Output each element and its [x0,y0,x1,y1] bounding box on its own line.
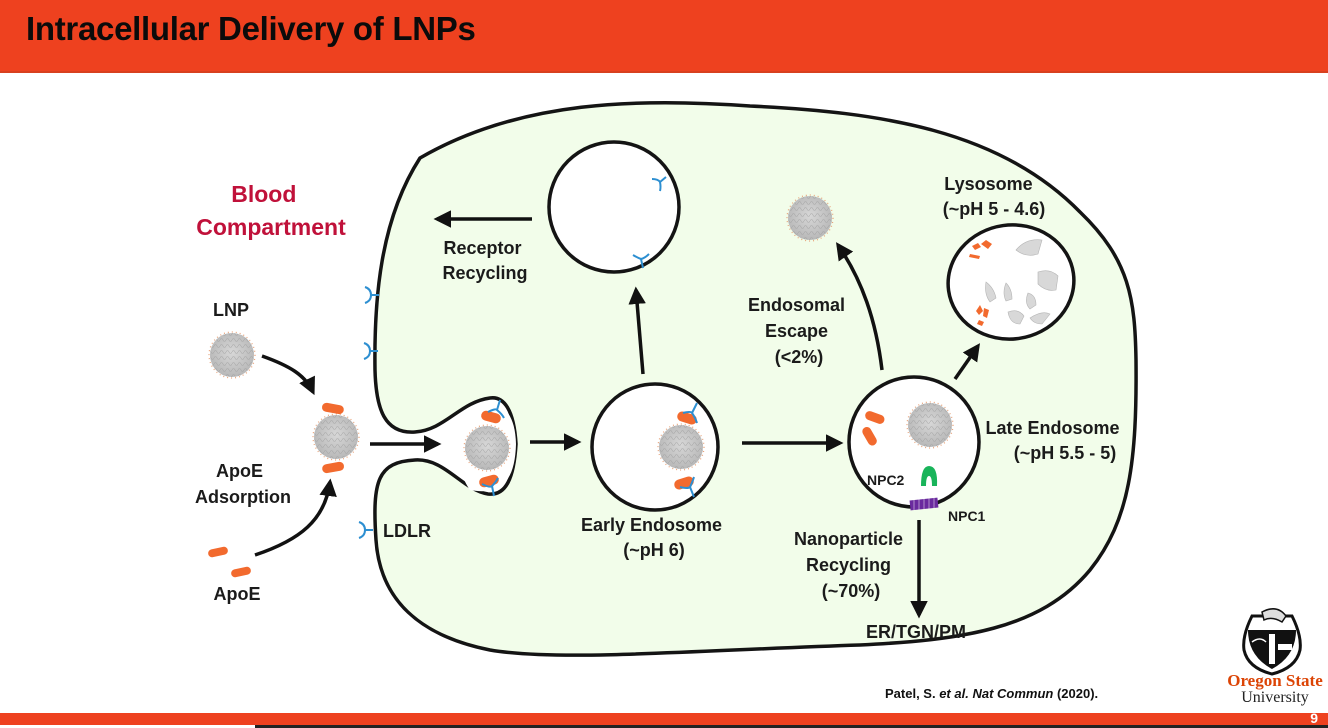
page-number: 9 [1310,710,1318,726]
ldlr-receptor [682,402,698,424]
arrow-apoe-to-complex [254,478,337,557]
degraded-lnp-fragment [1007,310,1025,325]
arrow-late-to-lysosome [953,343,981,381]
degraded-lnp-fragment [1037,270,1059,291]
degraded-apoe-fragment [969,254,980,259]
ldlr-receptor [364,286,379,304]
degraded-lnp-fragment [1015,239,1043,256]
arrow-endosomal-escape [836,242,884,371]
nanoparticle-recycling-label: Nanoparticle Recycling (~70%) [794,529,908,601]
lnp-label: LNP [213,300,249,320]
apoe-rod [322,461,344,474]
apoe-rod [322,402,344,415]
endosomal-escape-label: Endosomal Escape (<2%) [748,295,850,367]
ldlr-label: LDLR [383,521,431,541]
apoe-rod [862,426,877,446]
ldlr-receptor [481,477,499,497]
citation-journal: Nat Commun [972,686,1054,701]
npc1-label: NPC1 [948,508,986,524]
degraded-lnp-fragment [1003,282,1013,302]
university-name-line2: University [1241,689,1309,706]
apoe-adsorption-label: ApoE Adsorption [195,461,291,507]
bottom-bar [0,713,1328,725]
apoe-rod [677,411,697,425]
destination-label: ER/TGN/PM [866,622,966,642]
late-endosome-label: Late Endosome (~pH 5.5 - 5) [985,418,1124,463]
degraded-apoe-fragment [981,240,992,249]
ldlr-receptor [363,342,378,360]
citation-etal: et al. [939,686,969,701]
npc2-protein [921,466,938,486]
ldlr-receptor [358,521,373,539]
ldlr-receptor [487,399,505,419]
early-endosome-label: Early Endosome (~pH 6) [581,515,727,560]
ldlr-receptor [632,253,650,269]
arrow-early-to-recycling [628,286,646,375]
apoe-proteins [208,402,885,578]
degraded-apoe-fragment [977,320,984,326]
degraded-lnp-fragment [1029,312,1051,325]
ldlr-receptor [679,476,695,498]
apoe-label: ApoE [214,584,261,604]
ldlr-receptor [651,176,667,192]
lnp-particle-apoe-complex [312,413,360,461]
citation-year: (2020). [1053,686,1099,701]
arrow-lnp-to-complex [261,354,315,396]
blood-compartment-label: Blood Compartment [196,181,346,240]
degraded-lnp-fragment [985,281,997,303]
recycling-vesicle [547,140,681,274]
citation-authors: Patel, S. [885,686,940,701]
apoe-rod [231,566,251,578]
osu-wordmark: Oregon State University [1222,672,1328,706]
ldlr-receptors [358,176,698,539]
degraded-apoe-fragment [976,305,983,315]
citation: Patel, S. et al. Nat Commun (2020). [885,686,1098,701]
lysosome-label: Lysosome (~pH 5 - 4.6) [943,174,1046,219]
receptor-recycling-label: Receptor Recycling [442,238,527,283]
lysosome-debris [969,239,1059,326]
slide-title: Intracellular Delivery of LNPs [26,10,476,47]
npc1-protein [909,497,939,511]
apoe-rod [674,476,694,490]
university-name-line1: Oregon State [1227,671,1323,690]
apoe-rod [481,410,501,424]
title-bar: Intracellular Delivery of LNPs [0,0,1328,73]
lnp-particle-free [208,331,256,379]
npc2-label: NPC2 [867,472,905,488]
bottom-strip [0,725,1328,728]
apoe-rod [865,411,885,424]
degraded-apoe-fragment [983,308,989,318]
degraded-lnp-fragment [1026,292,1037,310]
apoe-rod [208,546,228,558]
osu-shield-logo-icon [1242,608,1302,676]
degraded-apoe-fragment [972,243,981,250]
